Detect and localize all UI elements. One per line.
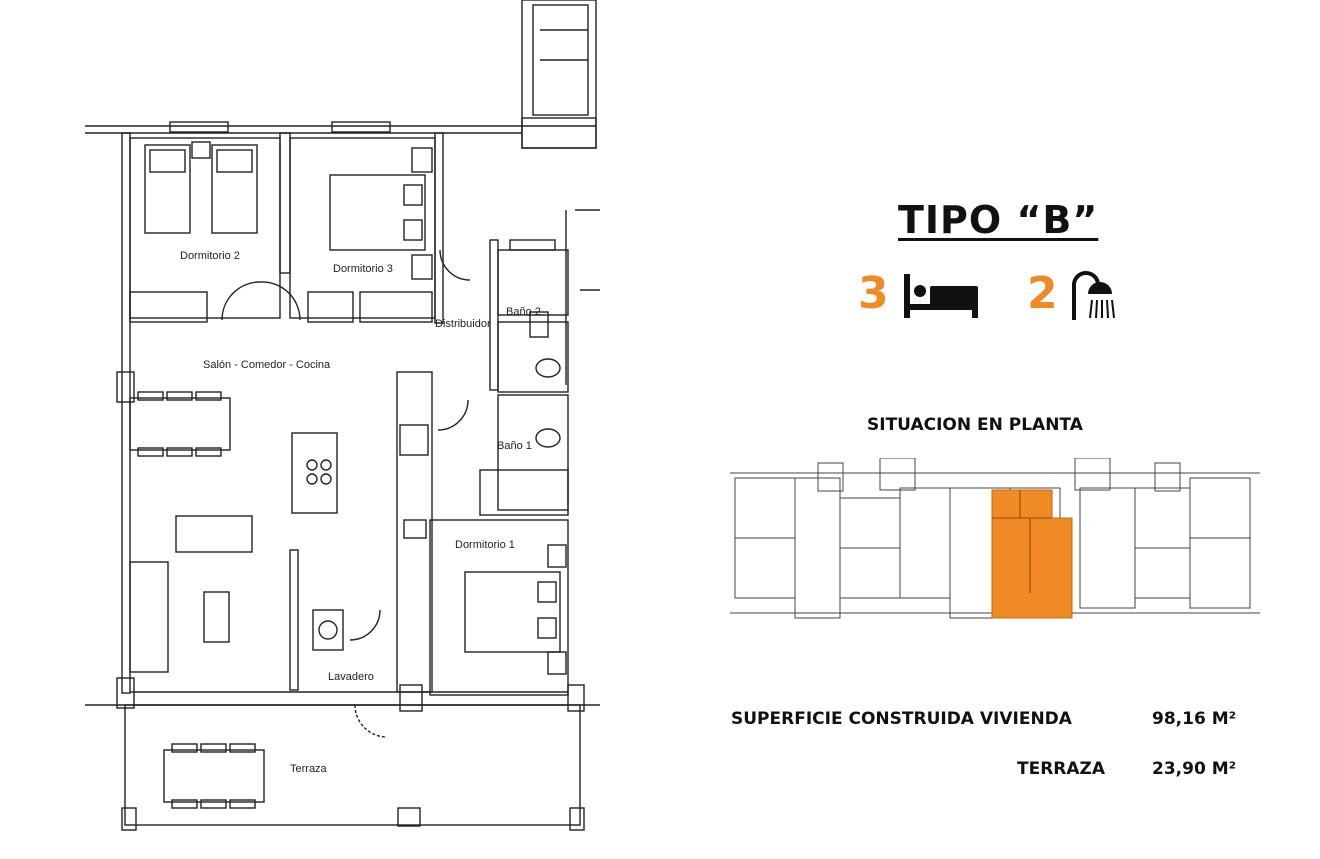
bed-icon bbox=[902, 274, 980, 323]
info-panel: TIPO “B” 3 2 SITUACION EN PLANTA bbox=[620, 0, 1320, 859]
bedroom-1-outline bbox=[429, 519, 569, 696]
double-bed bbox=[464, 571, 561, 653]
label-bano-1: Baño 1 bbox=[497, 440, 532, 452]
kitchen-island bbox=[291, 432, 338, 514]
label-salon: Salón - Comedor - Cocina bbox=[203, 359, 331, 371]
surface-value: 98,16 M² bbox=[1152, 709, 1237, 729]
double-bed bbox=[329, 174, 426, 251]
label-distribuidor: Distribuidor bbox=[435, 318, 491, 330]
label-lavadero: Lavadero bbox=[328, 671, 374, 683]
building-location-plan bbox=[730, 458, 1260, 619]
left-wall bbox=[121, 132, 131, 694]
bedroom-3-outline bbox=[289, 137, 436, 319]
terrace-table bbox=[163, 749, 265, 803]
label-dormitorio-3: Dormitorio 3 bbox=[333, 263, 393, 275]
bed-icon bbox=[144, 144, 191, 234]
label-dormitorio-2: Dormitorio 2 bbox=[180, 250, 240, 262]
label-dormitorio-1: Dormitorio 1 bbox=[455, 539, 515, 551]
terrace-value: 23,90 M² bbox=[1152, 759, 1237, 779]
label-terraza: Terraza bbox=[290, 763, 328, 775]
shower-icon bbox=[1070, 270, 1116, 325]
unit-type-title: TIPO “B” bbox=[898, 198, 1099, 242]
highlighted-unit bbox=[991, 489, 1073, 619]
bedroom-count: 3 bbox=[858, 268, 889, 319]
surface-label: SUPERFICIE CONSTRUIDA VIVIENDA bbox=[731, 709, 1072, 729]
bathroom-count: 2 bbox=[1027, 268, 1058, 319]
terrace-label: TERRAZA bbox=[1017, 759, 1106, 779]
label-bano-2: Baño 2 bbox=[506, 306, 541, 318]
location-heading: SITUACION EN PLANTA bbox=[867, 415, 1083, 435]
sofa bbox=[175, 515, 253, 553]
floor-plan: Dormitorio 2 Dormitorio 3 Distribuidor B… bbox=[85, 0, 600, 831]
terrace-outline bbox=[124, 704, 581, 826]
dining-table bbox=[129, 397, 231, 451]
